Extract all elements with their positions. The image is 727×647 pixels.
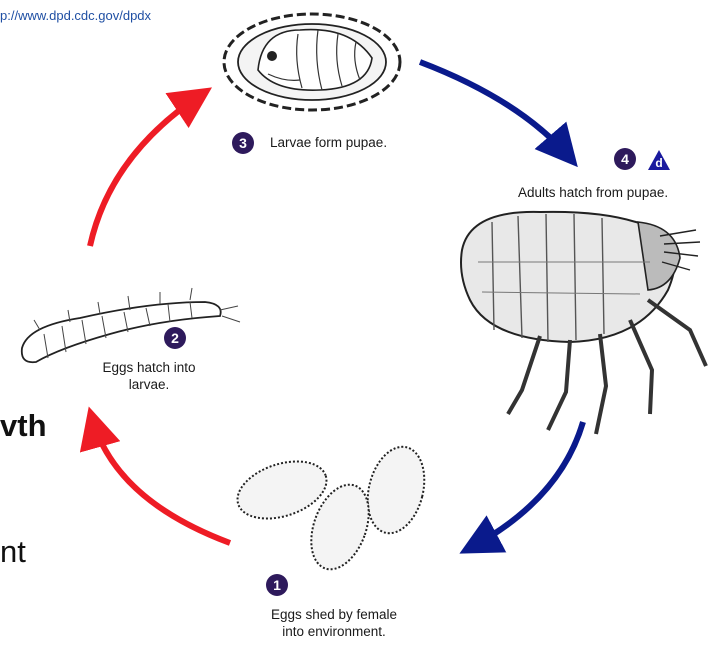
cropped-slide-text-1: vth — [0, 408, 47, 444]
eggs-illustration — [230, 441, 433, 577]
stage-4-badge: 4 — [614, 148, 636, 170]
stage-1-caption-line-2: into environment. — [214, 623, 454, 640]
arrow-pupae-to-adult — [420, 62, 570, 158]
adult-flea-illustration — [461, 212, 706, 434]
stage-2-caption-line-1: Eggs hatch into — [64, 359, 234, 376]
source-url: p://www.dpd.cdc.gov/dpdx — [0, 8, 151, 23]
stage-2-caption: Eggs hatch into larvae. — [64, 359, 234, 393]
diagnostic-stage-letter: d — [655, 156, 662, 170]
arrow-larvae-to-pupae — [90, 94, 202, 246]
stage-4-caption: Adults hatch from pupae. — [518, 184, 668, 201]
pupa-illustration — [224, 14, 400, 110]
cropped-slide-text-2: nt — [0, 534, 26, 570]
stage-2-caption-line-2: larvae. — [64, 376, 234, 393]
stage-3-caption: Larvae form pupae. — [270, 134, 387, 151]
diagnostic-stage-triangle-icon: d — [648, 150, 670, 170]
stage-1-caption: Eggs shed by female into environment. — [214, 606, 454, 640]
stage-1-badge: 1 — [266, 574, 288, 596]
stage-3-badge: 3 — [232, 132, 254, 154]
arrow-eggs-to-larvae — [92, 418, 230, 543]
larva-illustration — [22, 288, 240, 362]
arrow-adult-to-eggs — [470, 422, 583, 548]
stage-2-badge: 2 — [164, 327, 186, 349]
stage-1-caption-line-1: Eggs shed by female — [214, 606, 454, 623]
